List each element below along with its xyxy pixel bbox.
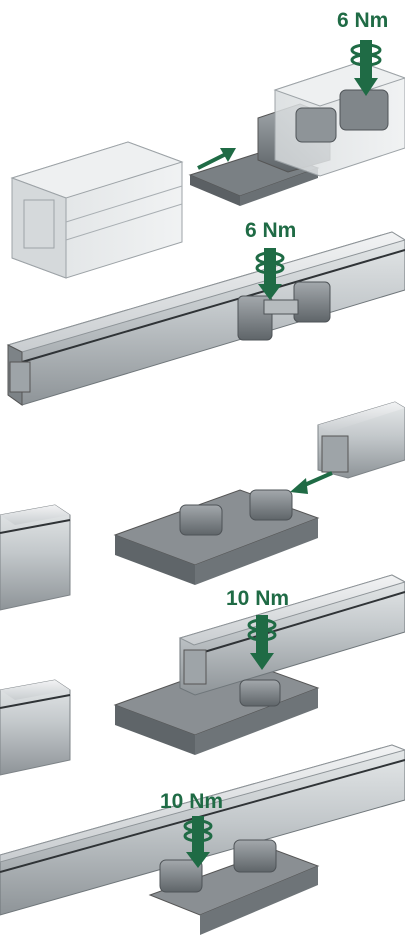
torque-screw-icon <box>183 816 213 868</box>
rail-long-4 <box>178 574 405 696</box>
clamp-1 <box>295 89 389 143</box>
transparent-rail-left <box>10 141 184 279</box>
step-2 <box>6 231 405 406</box>
rail-long-2 <box>6 231 405 406</box>
insert-arrow-icon <box>290 471 333 494</box>
torque-label-step-2: 6 Nm <box>245 219 297 242</box>
rail-stub-left-4 <box>0 679 71 776</box>
clamp-2 <box>237 281 331 341</box>
rail-stub-left-3 <box>0 504 71 611</box>
step-3 <box>0 401 405 611</box>
torque-screw-icon <box>350 40 382 96</box>
torque-label-step-1: 6 Nm <box>337 9 389 32</box>
torque-label-step-4: 10 Nm <box>226 587 290 610</box>
base-plate-5 <box>148 839 320 935</box>
step-5 <box>0 744 405 935</box>
torque-screw-icon <box>247 615 277 670</box>
base-plate-3 <box>113 489 320 585</box>
insert-arrow-icon <box>197 148 236 170</box>
torque-screw-icon <box>255 248 285 300</box>
clamp-4 <box>239 679 281 707</box>
rail-stub-right-3 <box>317 401 405 479</box>
step-4 <box>0 574 405 776</box>
base-plate-4 <box>113 659 320 755</box>
step-1 <box>10 40 405 279</box>
torque-label-step-5: 10 Nm <box>160 790 224 813</box>
